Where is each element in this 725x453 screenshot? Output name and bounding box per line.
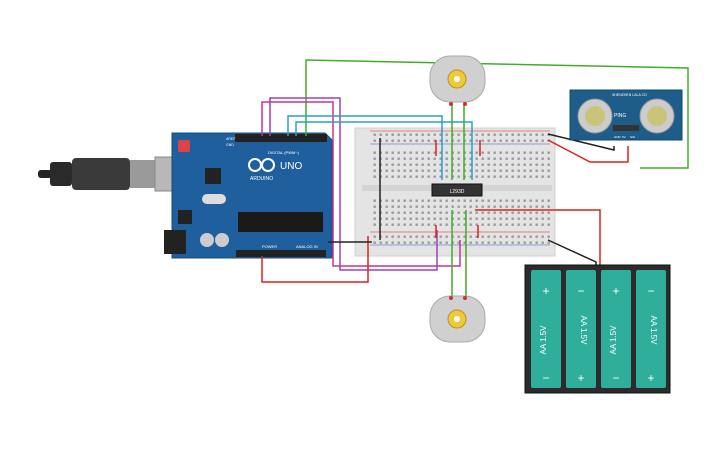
sensor-model-label: PING (614, 113, 626, 119)
analog-label: ANALOG IN (296, 244, 318, 249)
sensor-pin-header (613, 125, 639, 131)
cell-4-label: AA 1.5V (649, 316, 658, 346)
battery-cell-1: + − AA 1.5V (531, 270, 561, 388)
crystal (202, 194, 226, 204)
reset-button[interactable] (178, 140, 190, 152)
l293d-label: L293D (450, 189, 465, 195)
cell-3-label: AA 1.5V (609, 325, 618, 355)
aref-label: AREF (226, 137, 235, 141)
regulator (178, 210, 192, 224)
power-jack (164, 230, 186, 254)
atmega-chip (238, 212, 323, 232)
battery-cell-3: + − AA 1.5V (601, 270, 631, 388)
arduino-brand-label: ARDUINO (250, 176, 273, 182)
motor-top-terminal-1 (449, 102, 453, 106)
cell-4-plus: + (647, 371, 654, 385)
cell-2-label: AA 1.5V (579, 316, 588, 346)
top-terminal-strip (370, 150, 550, 180)
capacitor-1 (200, 233, 214, 247)
cell-1-plus: + (542, 284, 549, 298)
sensor-pin-gnd: GND (614, 135, 622, 139)
sensor-pin-5v: 5V (622, 135, 626, 139)
bottom-terminal-strip (370, 196, 550, 226)
motor-top-terminal-2 (463, 102, 467, 106)
battery-pack[interactable]: + − AA 1.5V − + AA 1.5V + − AA 1.5V − + … (524, 264, 671, 394)
usb-chip (205, 168, 221, 184)
digital-label: DIGITAL (PWM~) (268, 150, 300, 155)
arduino-model-label: UNO (280, 161, 302, 172)
dc-motor-bottom[interactable] (429, 295, 486, 343)
battery-cell-2: − + AA 1.5V (566, 270, 596, 388)
ultrasonic-sensor[interactable]: SHENZHEN LALA CO PING GND 5V SIG (569, 89, 683, 141)
power-label: POWER (262, 244, 277, 249)
power-analog-header (236, 250, 326, 257)
cell-4-minus: − (647, 284, 654, 298)
gnd-label: GND (226, 143, 234, 147)
cell-1-minus: − (542, 371, 549, 385)
arduino-logo (248, 158, 275, 172)
sensor-pin-sig: SIG (630, 135, 636, 139)
bottom-power-rail (370, 232, 550, 244)
cell-3-plus: + (612, 284, 619, 298)
top-power-rail (370, 131, 550, 143)
arduino-board[interactable]: ARDUINO UNO DIGITAL (PWM~) POWER ANALOG … (164, 132, 333, 259)
sensor-top-text: SHENZHEN LALA CO (612, 93, 647, 97)
l293d-chip[interactable]: L293D (431, 183, 483, 197)
cell-1-label: AA 1.5V (539, 325, 548, 355)
cell-2-plus: + (577, 371, 584, 385)
motor-bottom-terminal-1 (449, 296, 453, 300)
usb-cable (38, 156, 194, 192)
dc-motor-top[interactable] (429, 55, 486, 106)
motor-bottom-terminal-2 (463, 296, 467, 300)
cell-2-minus: − (577, 284, 584, 298)
digital-header (235, 134, 327, 142)
cell-3-minus: − (612, 371, 619, 385)
battery-cell-4: − + AA 1.5V (636, 270, 666, 388)
capacitor-2 (215, 233, 229, 247)
